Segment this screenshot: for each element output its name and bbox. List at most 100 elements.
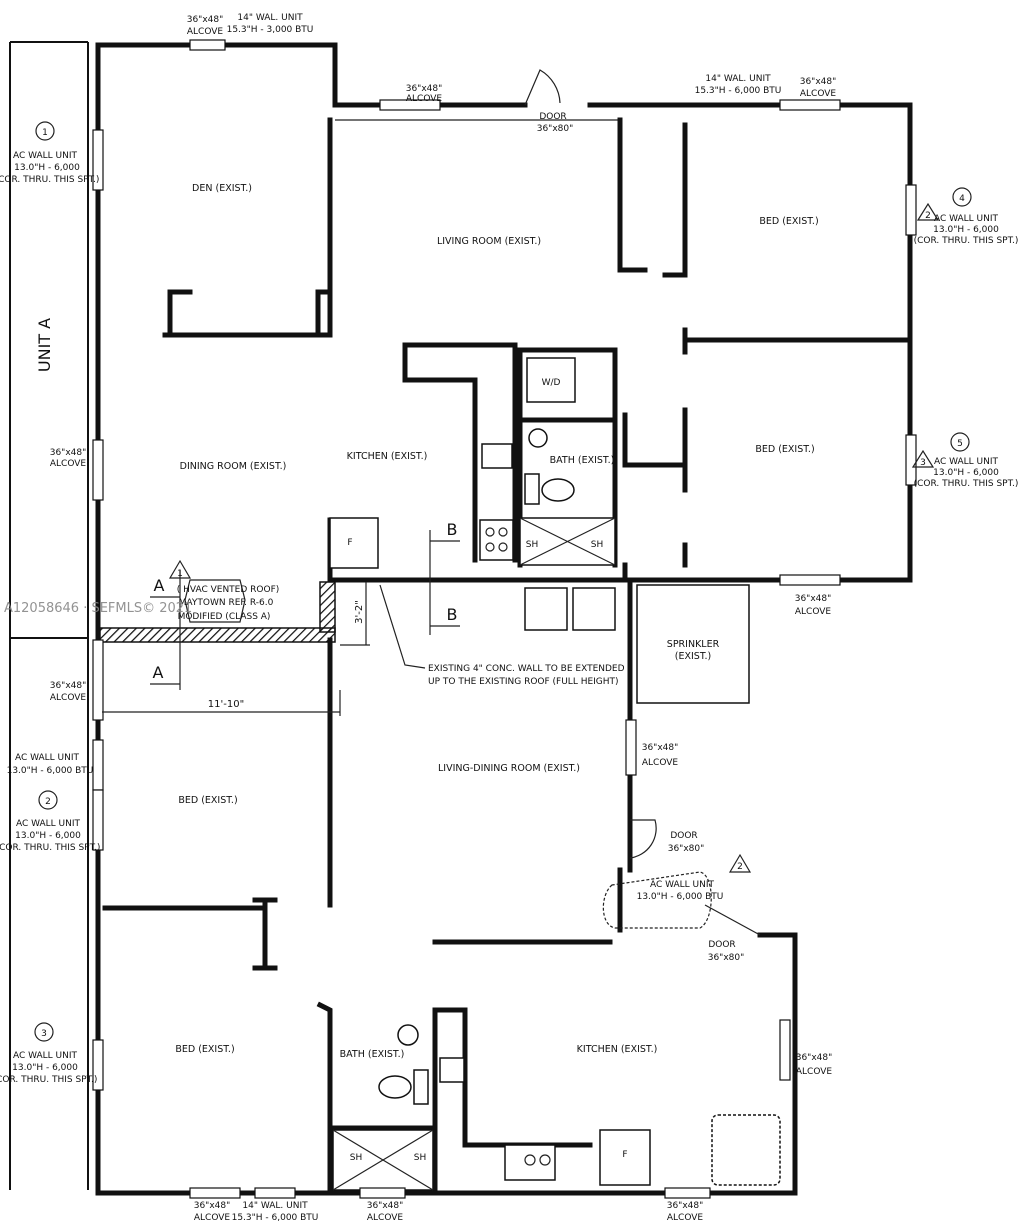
svg-text:SH: SH — [350, 1153, 362, 1163]
svg-text:36"x48": 36"x48" — [50, 448, 87, 458]
svg-text:(EXIST.): (EXIST.) — [675, 651, 711, 662]
washer-dryer-label: W/D — [542, 378, 561, 388]
svg-text:13.0"H - 6,000 BTU: 13.0"H - 6,000 BTU — [7, 766, 94, 776]
svg-text:(COR. THRU. THIS SPT.): (COR. THRU. THIS SPT.) — [0, 175, 99, 185]
svg-text:MAYTOWN REF. R-6.0: MAYTOWN REF. R-6.0 — [179, 598, 274, 608]
svg-text:36"x80": 36"x80" — [708, 953, 745, 963]
dimensions: 11'-10" 3'-2" — [102, 582, 370, 716]
svg-text:(COR. THRU. THIS SPT.): (COR. THRU. THIS SPT.) — [0, 1075, 97, 1085]
svg-text:EXISTING 4" CONC. WALL TO BE E: EXISTING 4" CONC. WALL TO BE EXTENDED — [428, 664, 625, 674]
svg-text:AC WALL UNIT: AC WALL UNIT — [16, 819, 81, 829]
unit-a-strip: UNIT A — [9, 41, 89, 1190]
svg-text:13.0"H - 6,000 BTU: 13.0"H - 6,000 BTU — [637, 892, 724, 902]
ac-unit-1: 1 AC WALL UNIT 13.0"H - 6,000 (COR. THRU… — [0, 121, 99, 185]
living-room-label: LIVING ROOM (EXIST.) — [437, 236, 541, 247]
svg-text:14" WAL. UNIT: 14" WAL. UNIT — [705, 74, 771, 84]
hatched-wall-extension — [99, 581, 336, 643]
bed-lower-1-label: BED (EXIST.) — [178, 795, 237, 806]
wall-note: EXISTING 4" CONC. WALL TO BE EXTENDED UP… — [379, 584, 625, 687]
svg-text:SH: SH — [591, 540, 603, 550]
dimension-height: 3'-2" — [354, 600, 365, 624]
svg-text:15.3"H - 3,000 BTU: 15.3"H - 3,000 BTU — [227, 25, 314, 35]
section-a-top: A — [154, 576, 165, 595]
kitchen-upper-label: KITCHEN (EXIST.) — [347, 451, 428, 462]
svg-text:2: 2 — [737, 862, 743, 872]
windows — [92, 39, 917, 1199]
svg-text:13.0"H - 6,000: 13.0"H - 6,000 — [933, 468, 999, 478]
svg-text:(COR. THRU. THIS SPT.): (COR. THRU. THIS SPT.) — [914, 479, 1019, 489]
bath-upper-label: BATH (EXIST.) — [550, 455, 615, 466]
ac-unit-4: 4 2 AC WALL UNIT 13.0"H - 6,000 (COR. TH… — [914, 187, 1019, 246]
ac-unit-2: 2 AC WALL UNIT 13.0"H - 6,000 (COR. THRU… — [0, 790, 100, 853]
svg-text:ALCOVE: ALCOVE — [642, 758, 679, 768]
section-markers: A A B B — [150, 520, 460, 690]
svg-text:AC WALL UNIT: AC WALL UNIT — [650, 880, 715, 890]
living-dining-label: LIVING-DINING ROOM (EXIST.) — [438, 763, 580, 774]
svg-text:ALCOVE: ALCOVE — [194, 1213, 231, 1223]
bed-upper-1-label: BED (EXIST.) — [759, 216, 818, 227]
door-labels: DOOR 36"x80" DOOR 36"x80" DOOR 36"x80" — [537, 112, 745, 963]
svg-text:13.0"H - 6,000: 13.0"H - 6,000 — [933, 225, 999, 235]
svg-text:5: 5 — [957, 439, 963, 449]
ac-unit-lower-left: AC WALL UNIT 13.0"H - 6,000 BTU — [7, 753, 94, 776]
svg-text:36"x48": 36"x48" — [796, 1053, 833, 1063]
ac-units: 1 AC WALL UNIT 13.0"H - 6,000 (COR. THRU… — [0, 121, 1019, 1085]
bed-lower-2-label: BED (EXIST.) — [175, 1044, 234, 1055]
svg-text:ALCOVE: ALCOVE — [50, 459, 87, 469]
section-b-top: B — [447, 520, 458, 539]
svg-text:ALCOVE: ALCOVE — [796, 1067, 833, 1077]
section-a-bottom: A — [153, 663, 164, 682]
svg-text:(COR. THRU. THIS SPT.): (COR. THRU. THIS SPT.) — [914, 236, 1019, 246]
svg-text:ALCOVE: ALCOVE — [187, 27, 224, 37]
fixtures: W/D SH SH F SPRINKLER (EXIST.) SH SH F — [329, 357, 781, 1191]
den-label: DEN (EXIST.) — [192, 183, 252, 194]
svg-text:36"x48": 36"x48" — [194, 1201, 231, 1211]
svg-text:ALCOVE: ALCOVE — [795, 607, 832, 617]
svg-text:ALCOVE: ALCOVE — [406, 94, 443, 104]
toilet-upper — [524, 473, 540, 505]
svg-text:AC WALL UNIT: AC WALL UNIT — [934, 457, 999, 467]
svg-text:2: 2 — [925, 211, 931, 221]
svg-text:UP TO THE EXISTING ROOF (FULL: UP TO THE EXISTING ROOF (FULL HEIGHT) — [428, 677, 619, 687]
svg-text:36"x48": 36"x48" — [406, 84, 443, 94]
svg-text:36"x48": 36"x48" — [642, 743, 679, 753]
svg-text:2: 2 — [45, 797, 51, 807]
svg-text:F: F — [347, 538, 352, 548]
bed-upper-2-label: BED (EXIST.) — [755, 444, 814, 455]
svg-text:3: 3 — [41, 1029, 47, 1039]
svg-text:AC WALL UNIT: AC WALL UNIT — [15, 753, 80, 763]
sprinkler-room — [636, 584, 750, 704]
svg-text:36"x80": 36"x80" — [668, 844, 705, 854]
dimension-width: 11'-10" — [208, 699, 244, 710]
svg-text:AC WALL UNIT: AC WALL UNIT — [934, 214, 999, 224]
bath-lower-label: BATH (EXIST.) — [340, 1049, 405, 1060]
svg-text:13.0"H - 6,000: 13.0"H - 6,000 — [12, 1063, 78, 1073]
roof-note: 1 ( HVAC VENTED ROOF) MAYTOWN REF. R-6.0… — [168, 559, 279, 623]
room-labels: DEN (EXIST.) LIVING ROOM (EXIST.) BED (E… — [175, 183, 818, 1060]
wall-unit-labels: 14" WAL. UNIT 15.3"H - 3,000 BTU 14" WAL… — [227, 13, 782, 1223]
alcove-labels: 36"x48" ALCOVE 36"x48" ALCOVE 36"x48" AL… — [50, 15, 837, 1223]
svg-text:15.3"H - 6,000 BTU: 15.3"H - 6,000 BTU — [695, 86, 782, 96]
ac-unit-3: 3 AC WALL UNIT 13.0"H - 6,000 (COR. THRU… — [0, 1022, 97, 1085]
svg-text:15.3"H - 6,000 BTU: 15.3"H - 6,000 BTU — [232, 1213, 319, 1223]
svg-text:1: 1 — [42, 128, 48, 138]
svg-text:ALCOVE: ALCOVE — [50, 693, 87, 703]
unit-a-label: UNIT A — [35, 318, 54, 372]
svg-text:13.0"H - 6,000: 13.0"H - 6,000 — [14, 163, 80, 173]
fridge-lower — [599, 1129, 651, 1186]
svg-text:36"x48": 36"x48" — [667, 1201, 704, 1211]
svg-text:3: 3 — [920, 458, 926, 468]
svg-text:1: 1 — [177, 569, 183, 579]
kitchen-lower-label: KITCHEN (EXIST.) — [577, 1044, 658, 1055]
svg-text:SH: SH — [526, 540, 538, 550]
svg-text:36"x48": 36"x48" — [50, 681, 87, 691]
svg-text:36"x48": 36"x48" — [795, 594, 832, 604]
svg-text:4: 4 — [959, 194, 965, 204]
fridge-upper — [329, 517, 379, 569]
svg-text:SH: SH — [414, 1153, 426, 1163]
svg-text:14" WAL. UNIT: 14" WAL. UNIT — [237, 13, 303, 23]
svg-text:ALCOVE: ALCOVE — [367, 1213, 404, 1223]
svg-text:36"x48": 36"x48" — [800, 77, 837, 87]
section-b-bottom: B — [447, 605, 458, 624]
